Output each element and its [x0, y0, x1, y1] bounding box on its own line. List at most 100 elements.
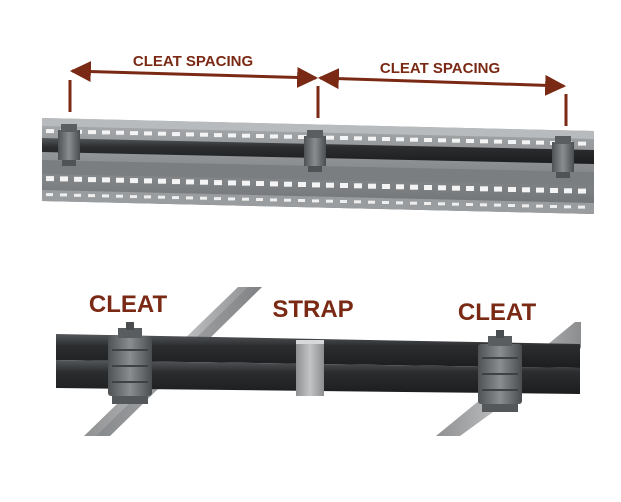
tray-slot: [284, 134, 292, 139]
tray-slot: [410, 137, 418, 142]
tray-slot: [144, 131, 152, 136]
label-strap: STRAP: [272, 296, 353, 323]
tray-slot: [172, 132, 180, 137]
tray-slot: [46, 176, 54, 182]
tray-slot: [550, 205, 557, 208]
tray-slot: [312, 182, 320, 188]
tray-slot: [270, 134, 278, 139]
tray-slot: [200, 196, 207, 200]
label-cleat-left: CLEAT: [89, 291, 168, 318]
tray-slot: [466, 186, 474, 191]
tray-slot: [368, 136, 376, 141]
tray-slot: [284, 198, 291, 202]
tray-slot: [270, 181, 278, 187]
tray-slot: [284, 181, 292, 187]
tray-slot: [382, 184, 390, 189]
tray-slot: [424, 138, 432, 142]
tray-slot: [396, 201, 403, 205]
cleat-left: [108, 322, 152, 404]
tray-slot: [200, 132, 208, 137]
tray-slot: [508, 140, 516, 144]
tray-slot: [340, 183, 348, 188]
tray-slot: [536, 204, 543, 208]
tray-slot: [116, 130, 124, 135]
tray-slot: [144, 178, 152, 184]
tray-slot: [88, 177, 96, 183]
tray-slot: [228, 133, 236, 138]
tray-slot: [130, 178, 138, 184]
tray-slot: [494, 203, 501, 207]
tray-slot: [480, 186, 488, 192]
tray-slot: [354, 183, 362, 189]
tray-slot: [354, 200, 361, 204]
tray-slot: [88, 194, 95, 198]
tray-slot: [158, 195, 165, 199]
tray-slot: [396, 184, 404, 190]
tray-slot: [522, 140, 530, 145]
strap: [296, 340, 324, 396]
tray-slot: [578, 188, 586, 194]
tray-slot: [130, 195, 137, 199]
tray-cleat-left: [58, 124, 80, 166]
tray-slot: [340, 136, 348, 140]
tray-slot: [424, 202, 431, 205]
tray-slot: [242, 180, 250, 186]
tray-slot: [354, 136, 362, 141]
tray-slot: [186, 179, 194, 185]
tray-slot: [172, 179, 180, 185]
tray-slot: [102, 130, 110, 135]
tray-slot: [382, 201, 389, 204]
tray-slot: [424, 185, 432, 190]
tray-slot: [312, 199, 319, 203]
tray-slot: [256, 181, 264, 186]
tray-slot: [60, 193, 67, 197]
spacing-label-right: CLEAT SPACING: [380, 60, 500, 77]
tray-slot: [186, 196, 193, 200]
tray-slot: [46, 193, 53, 197]
tray-slot: [326, 199, 333, 203]
tray-rail-top: [42, 118, 594, 139]
tray-slot: [200, 179, 208, 185]
tray-slots-upper: [46, 129, 586, 146]
cleat-right: [478, 330, 522, 412]
tray-slot: [116, 194, 123, 198]
tray-slot: [326, 135, 334, 140]
tray-slot: [438, 202, 445, 206]
tray-rung: [42, 160, 594, 186]
tray-slot: [256, 134, 264, 138]
tray-slot: [578, 205, 585, 209]
tray-slot: [214, 197, 221, 201]
tray-slot: [242, 133, 250, 138]
top-panel: CLEAT SPACING CLEAT SPACING: [42, 53, 594, 214]
tray-slot: [368, 200, 375, 204]
tray-slot: [130, 131, 138, 136]
tray-slot: [410, 201, 417, 205]
tray-slot: [564, 188, 572, 194]
tray-slot: [158, 131, 166, 136]
tray-slot: [494, 139, 502, 144]
tray-slot: [438, 138, 446, 143]
tray-slots-bottom: [46, 193, 585, 209]
tray-slot: [186, 132, 194, 137]
tray-slot: [88, 130, 96, 135]
tray-slots-lower: [46, 176, 586, 194]
tray-slot: [466, 139, 474, 143]
bottom-panel: CLEAT STRAP CLEAT: [56, 287, 581, 436]
tray-slot: [102, 194, 109, 198]
tray-slot: [522, 187, 530, 193]
tray-slot: [228, 197, 235, 201]
tray-slot: [116, 177, 124, 183]
label-cleat-right: CLEAT: [458, 299, 537, 326]
tray-cleat-right: [552, 136, 574, 178]
tray-slot: [340, 200, 347, 203]
tray-slot: [326, 182, 334, 188]
tray-slot: [298, 135, 306, 139]
tray-slot: [74, 176, 82, 182]
tray-slot: [298, 199, 305, 202]
tray-slot: [214, 133, 222, 138]
tray-slot: [396, 137, 404, 142]
tray-slot: [480, 203, 487, 207]
tray-slot: [256, 198, 263, 201]
tray-slot: [536, 140, 544, 145]
